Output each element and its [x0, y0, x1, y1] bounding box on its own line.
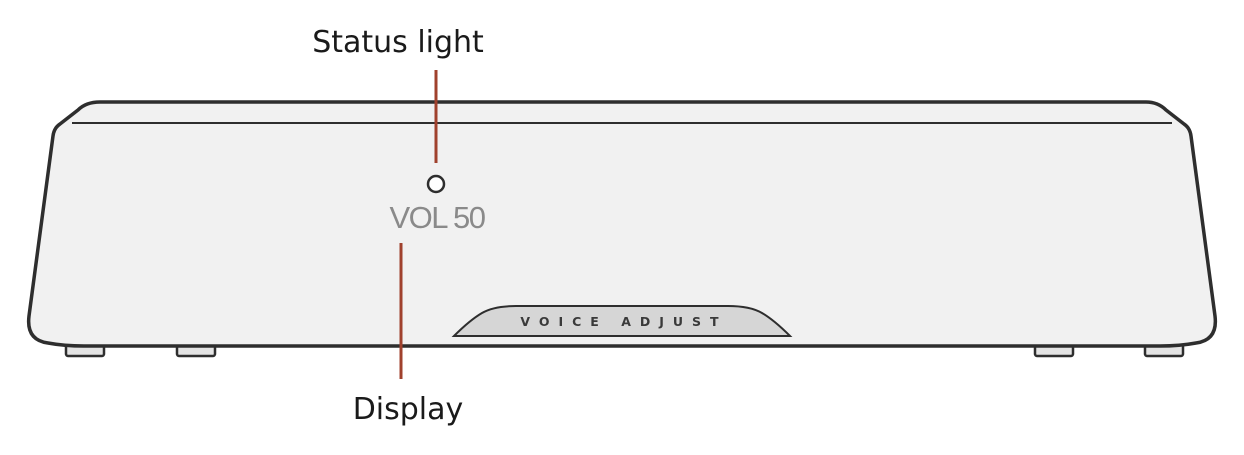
- voice-adjust-button: [451, 305, 793, 337]
- status-light-icon: [426, 174, 446, 194]
- display-label: Display: [353, 392, 464, 427]
- soundbar-body: [26, 100, 1218, 348]
- voice-adjust-label: VOICE ADJUST: [520, 314, 727, 329]
- status-light-label: Status light: [312, 25, 484, 60]
- display-readout: VOL 50: [390, 200, 486, 235]
